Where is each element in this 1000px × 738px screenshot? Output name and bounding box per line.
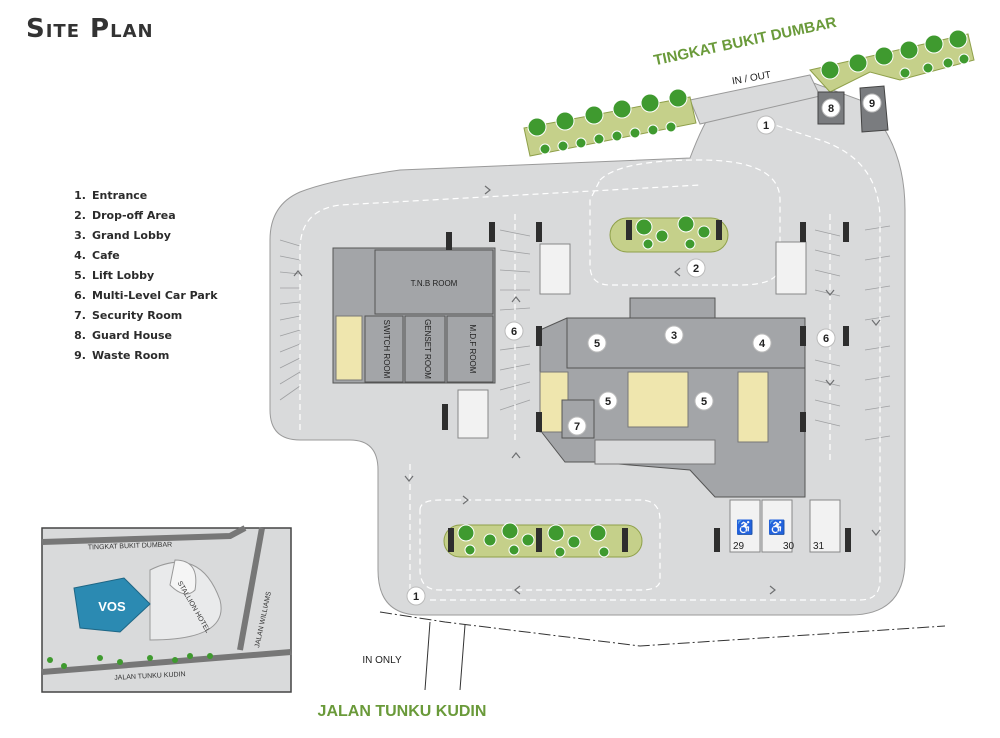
genset-room (404, 315, 446, 383)
legend-item: 9.Waste Room (74, 349, 170, 362)
marker-entrance-north: 1 (763, 120, 769, 132)
marker-lift-lobby: 5 (594, 338, 600, 350)
site-boundary (379, 611, 946, 691)
inset-building-label: VOS (98, 599, 126, 614)
marker-security-room: 7 (574, 421, 580, 433)
location-markers: 1 1 2 3 4 5 5 5 6 6 7 8 9 (406, 93, 882, 606)
legend-item: 5.Lift Lobby (74, 269, 155, 282)
lower-podium (594, 439, 716, 465)
page-title: Site Plan (26, 14, 154, 44)
bay-number: 29 (733, 541, 745, 552)
marker-lift-lobby: 5 (605, 396, 611, 408)
ramp-west (539, 243, 571, 295)
marker-lift-lobby: 5 (701, 396, 707, 408)
legend-item: 6.Multi-Level Car Park (74, 289, 218, 302)
access-label-south: IN ONLY (362, 655, 402, 666)
switch-room (364, 315, 404, 383)
key-map: TINGKAT BUKIT DUMBAR JALAN TUNKU KUDIN J… (41, 525, 292, 693)
legend-item: 4.Cafe (74, 249, 120, 262)
ramp-east (775, 241, 807, 295)
legend: 1.Entrance 2.Drop-off Area 3.Grand Lobby… (68, 186, 218, 366)
switch-room-label: SWITCH ROOM (382, 320, 391, 379)
trees (457, 29, 970, 558)
legend-item: 7.Security Room (74, 309, 183, 322)
marker-car-park: 6 (823, 333, 829, 345)
legend-item: 3.Grand Lobby (74, 229, 171, 242)
parking-stripes-east (814, 225, 891, 441)
ramp-south (457, 389, 489, 439)
mdf-room-label: M.D.F ROOM (468, 325, 477, 374)
marker-entrance-south: 1 (413, 591, 419, 603)
marker-dropoff: 2 (693, 263, 699, 275)
marker-guard-house: 8 (828, 103, 834, 115)
bay-number: 30 (783, 541, 795, 552)
dropoff-loop (589, 159, 781, 286)
tnb-room (374, 249, 494, 315)
tnb-room-label: T.N.B ROOM (411, 279, 458, 288)
legend-item: 2.Drop-off Area (74, 209, 176, 222)
legend-item: 8.Guard House (74, 329, 173, 342)
bay-number: 31 (813, 541, 825, 552)
marker-car-park: 6 (511, 326, 517, 338)
service-stair-core (335, 315, 363, 381)
inset-road-south: JALAN TUNKU KUDIN (114, 671, 186, 682)
columns (442, 220, 851, 552)
direction-arrows (293, 185, 881, 595)
inset-road-north: TINGKAT BUKIT DUMBAR (88, 542, 173, 552)
lift-core-center (627, 371, 689, 428)
accessible-bay (729, 499, 761, 553)
marker-cafe: 4 (759, 338, 766, 350)
mdf-room (446, 315, 494, 383)
road-label-south: JALAN TUNKU KUDIN (318, 703, 487, 720)
lower-loop (419, 499, 661, 591)
marker-waste-room: 9 (869, 98, 875, 110)
genset-room-label: GENSET ROOM (423, 319, 432, 379)
lift-core-east (737, 371, 769, 443)
parking-bay (809, 499, 841, 553)
road-label-north: TINGKAT BUKIT DUMBAR (652, 14, 838, 69)
marker-grand-lobby: 3 (671, 330, 677, 342)
wheelchair-icon: ♿ (736, 519, 753, 536)
wheelchair-icon: ♿ (768, 519, 785, 536)
legend-item: 1.Entrance (74, 189, 148, 202)
accessible-bay (761, 499, 793, 553)
